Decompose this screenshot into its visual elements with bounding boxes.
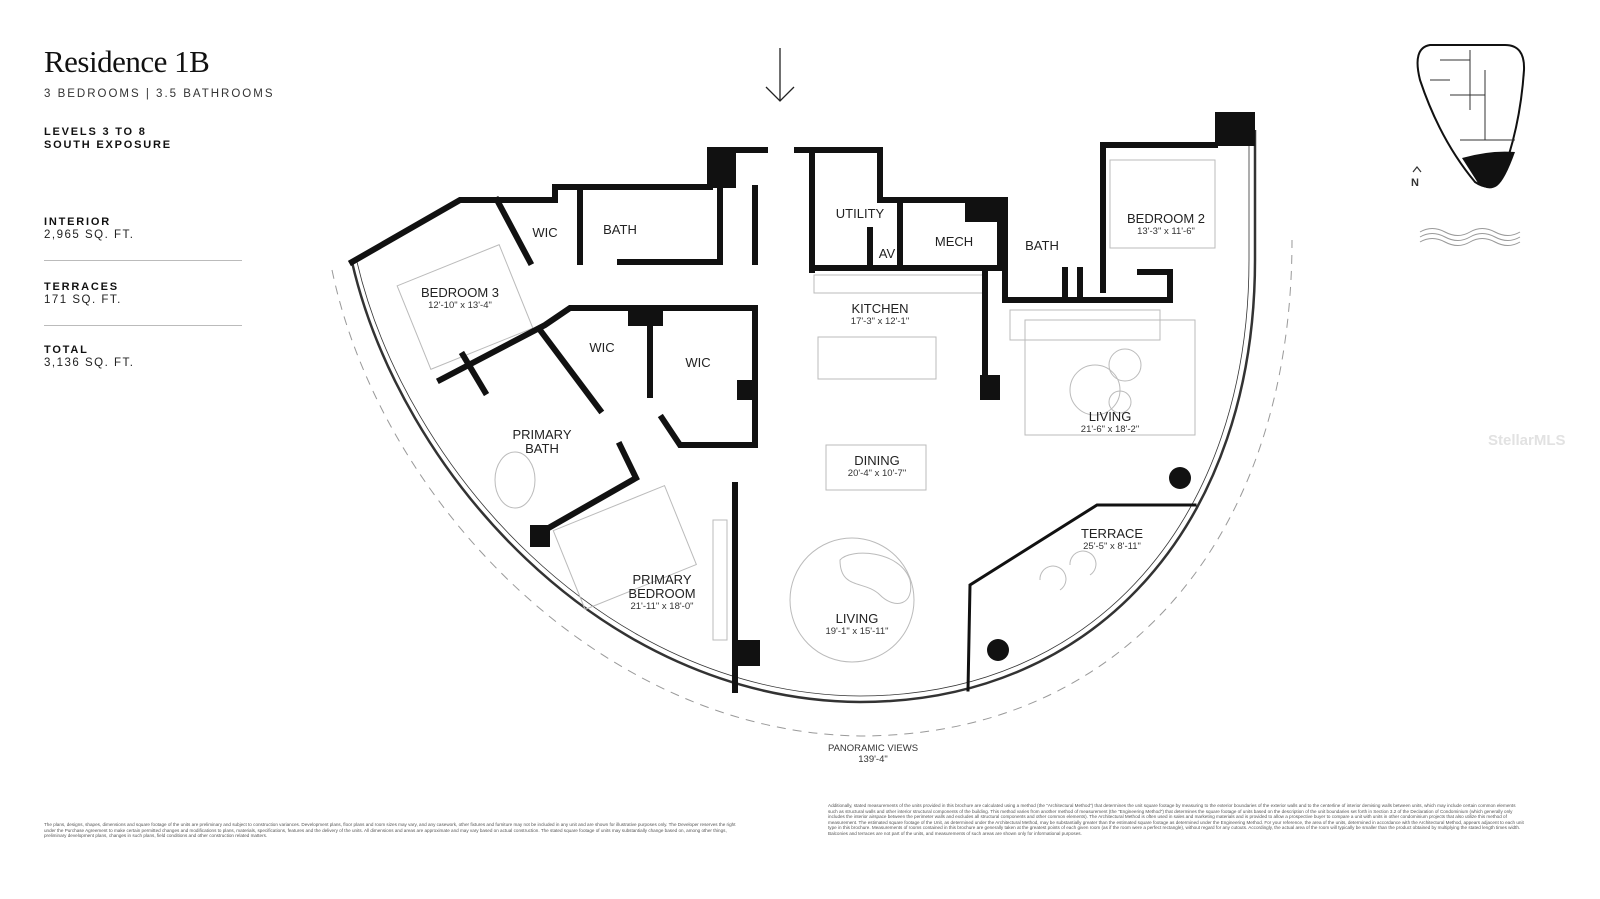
room-utility: UTILITY xyxy=(835,206,885,221)
disclaimer-left: The plans, designs, shapes, dimensions a… xyxy=(44,822,736,839)
exterior-glass-wall xyxy=(350,130,1257,704)
divider xyxy=(44,325,242,326)
room-wic: WIC xyxy=(685,355,711,370)
interior-value: 2,965 SQ. FT. xyxy=(44,229,135,241)
interior-label: INTERIOR xyxy=(44,216,111,228)
room-primary-bath: PRIMARY BATH xyxy=(512,427,572,456)
exposure: SOUTH EXPOSURE xyxy=(44,139,172,151)
room-bath: BATH xyxy=(603,222,637,237)
total-label: TOTAL xyxy=(44,344,89,356)
watermark: StellarMLS xyxy=(1488,432,1566,449)
divider xyxy=(44,260,242,261)
panoramic-view-arc xyxy=(331,239,1293,737)
terraces-label: TERRACES xyxy=(44,281,119,293)
water-waves-icon xyxy=(1419,228,1521,246)
levels: LEVELS 3 TO 8 xyxy=(44,126,147,138)
entry-arrow-icon xyxy=(765,48,795,102)
north-label: N xyxy=(1411,177,1419,189)
room-av: AV xyxy=(878,246,896,261)
residence-title: Residence 1B xyxy=(44,44,210,79)
total-value: 3,136 SQ. FT. xyxy=(44,357,135,369)
terraces-value: 171 SQ. FT. xyxy=(44,294,122,306)
furniture xyxy=(396,159,1216,663)
north-arrow-icon xyxy=(1412,166,1422,173)
building-keyplan-icon xyxy=(1416,44,1526,189)
wall-blocks xyxy=(530,112,1255,666)
disclaimer-right: Additionally, stated measurements of the… xyxy=(828,803,1524,836)
room-wic: WIC xyxy=(532,225,558,240)
room-bath-2: BATH xyxy=(1025,238,1059,253)
room-mech: MECH xyxy=(934,234,974,249)
bed-bath-count: 3 BEDROOMS | 3.5 BATHROOMS xyxy=(44,88,275,100)
room-wic: WIC xyxy=(589,340,615,355)
